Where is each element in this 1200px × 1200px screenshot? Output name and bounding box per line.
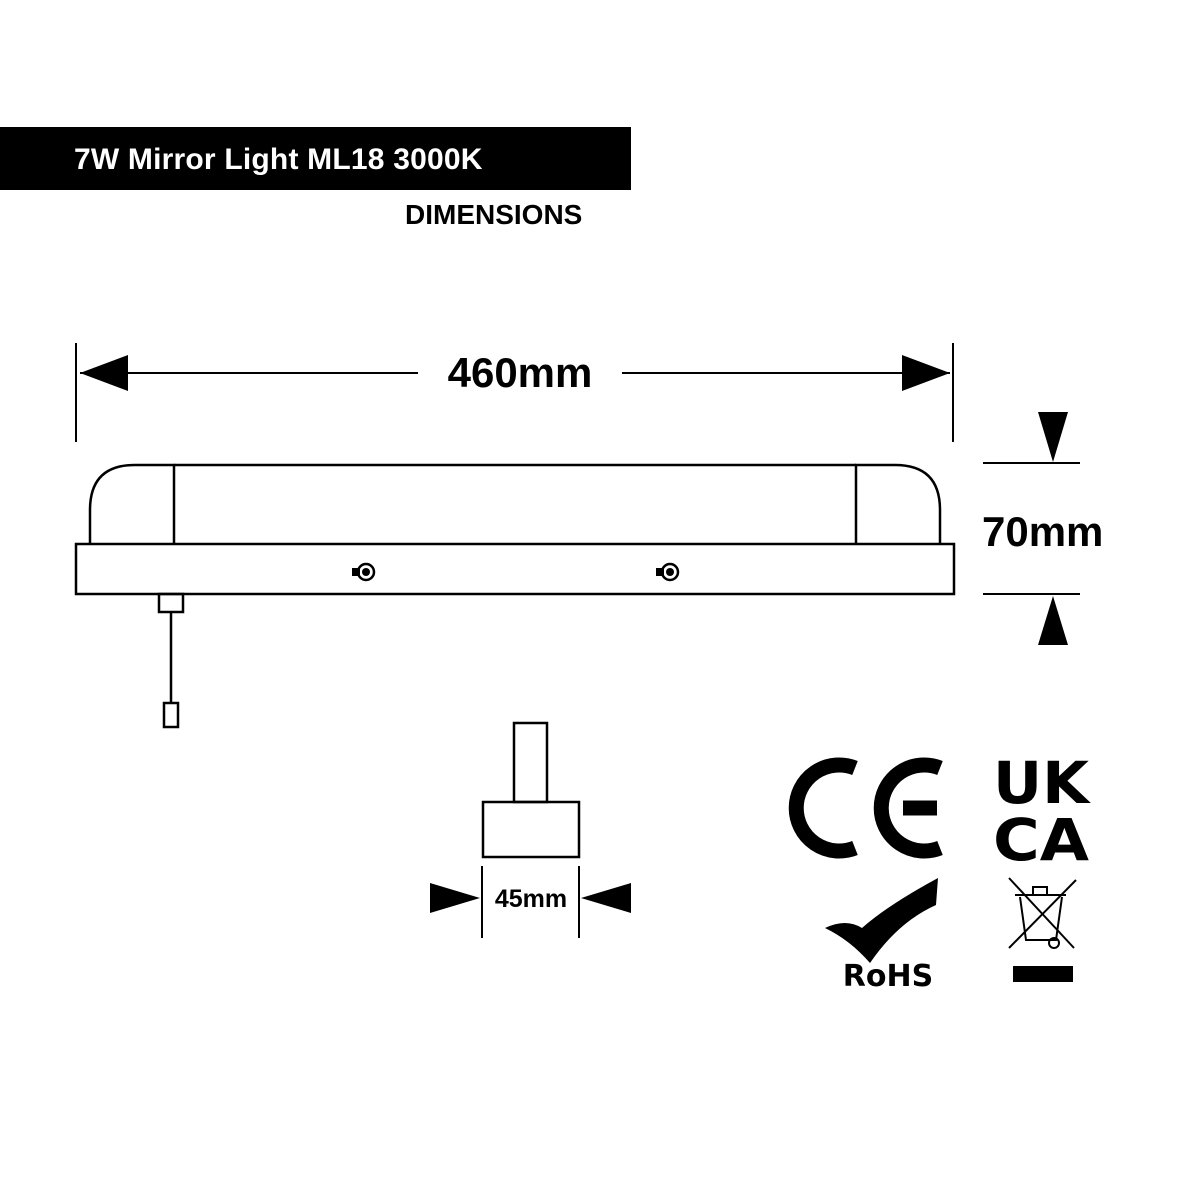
screw-head-icon xyxy=(362,568,370,576)
weee-bin-icon xyxy=(1008,877,1077,982)
arrow-left-icon xyxy=(581,883,631,913)
base-plate xyxy=(74,542,956,596)
switch-housing xyxy=(157,592,185,614)
screw-head-icon xyxy=(666,568,674,576)
section-subtitle: DIMENSIONS xyxy=(405,199,583,230)
bin-handle xyxy=(1032,886,1048,896)
title-bar xyxy=(0,127,631,190)
side-tube-profile xyxy=(512,721,549,804)
height-label: 70mm xyxy=(982,508,1103,555)
arrow-left-icon xyxy=(80,355,128,391)
bin-body xyxy=(1019,896,1063,941)
rohs-mark-icon: RoHS xyxy=(825,878,938,994)
width-dimension xyxy=(75,343,954,442)
pull-cord-switch xyxy=(157,592,185,729)
depth-dimension xyxy=(430,866,631,938)
ukca-top-text: UK xyxy=(993,749,1091,817)
screw-tab-icon xyxy=(656,568,664,576)
ce-e-letter xyxy=(873,757,943,859)
ukca-bottom-text: CA xyxy=(993,806,1089,874)
left-end-cap xyxy=(88,463,176,544)
cross-line-2 xyxy=(1008,879,1077,949)
bin-wheel xyxy=(1048,937,1060,949)
product-title: 7W Mirror Light ML18 3000K xyxy=(74,143,483,176)
arrow-up-icon xyxy=(1038,596,1068,645)
right-end-cap xyxy=(854,463,942,544)
height-dimension xyxy=(983,412,1080,645)
ce-c-letter xyxy=(788,757,858,859)
weee-bar xyxy=(1013,966,1073,982)
mounting-screws xyxy=(352,562,680,582)
rohs-label: RoHS xyxy=(843,959,933,994)
cord-toggle xyxy=(162,701,180,729)
arrow-down-icon xyxy=(1038,412,1068,462)
side-base-profile xyxy=(481,800,581,859)
ukca-mark-icon: UK CA xyxy=(993,749,1091,874)
ce-mark-icon xyxy=(788,757,943,859)
arrow-right-icon xyxy=(902,355,950,391)
arrow-right-icon xyxy=(430,883,480,913)
light-side-view xyxy=(481,721,581,859)
screw-tab-icon xyxy=(352,568,360,576)
depth-label: 45mm xyxy=(495,885,567,913)
light-front-view xyxy=(74,463,956,596)
width-label: 460mm xyxy=(448,349,593,396)
check-mark-icon xyxy=(825,878,938,963)
cross-line-1 xyxy=(1008,877,1075,949)
